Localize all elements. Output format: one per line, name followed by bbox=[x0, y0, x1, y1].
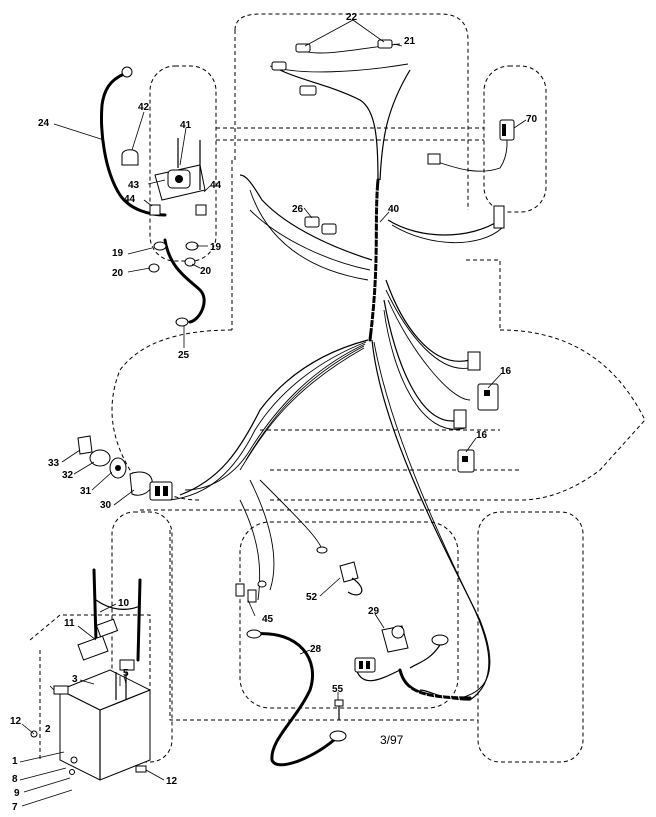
label-30: 30 bbox=[100, 500, 112, 511]
label-70: 70 bbox=[526, 114, 538, 125]
terminal-45 bbox=[235, 580, 267, 603]
label-20-left: 20 bbox=[112, 268, 124, 279]
battery-assembly bbox=[30, 618, 151, 781]
harness-wires bbox=[169, 43, 508, 701]
label-5: 5 bbox=[123, 668, 129, 679]
label-29: 29 bbox=[368, 606, 380, 617]
label-32: 32 bbox=[62, 470, 74, 481]
leader-lines bbox=[19, 19, 527, 807]
part-labels: 22 21 70 24 42 41 43 44 44 26 40 19 19 2… bbox=[10, 12, 538, 813]
label-22: 22 bbox=[346, 12, 358, 23]
battery-cable-24 bbox=[100, 66, 167, 217]
battery-cables-10 bbox=[92, 568, 142, 662]
bolt-55 bbox=[334, 699, 344, 720]
ignition-switch-29 bbox=[354, 625, 449, 673]
label-33: 33 bbox=[48, 458, 60, 469]
label-19-right: 19 bbox=[210, 242, 222, 253]
label-12-left: 12 bbox=[10, 716, 22, 727]
label-28: 28 bbox=[310, 644, 322, 655]
label-7: 7 bbox=[12, 802, 18, 813]
label-40: 40 bbox=[388, 204, 400, 215]
connector-26 bbox=[304, 216, 337, 235]
switch-16-lower bbox=[453, 409, 475, 473]
label-20-right: 20 bbox=[200, 266, 212, 277]
switch-70 bbox=[499, 119, 515, 141]
label-16-upper: 16 bbox=[500, 366, 512, 377]
label-16-lower: 16 bbox=[476, 430, 488, 441]
label-55: 55 bbox=[332, 684, 344, 695]
label-2: 2 bbox=[45, 724, 51, 735]
label-52: 52 bbox=[306, 592, 318, 603]
relay-43-assembly bbox=[121, 138, 207, 273]
label-26: 26 bbox=[292, 204, 304, 215]
headlight-connectors-22 bbox=[271, 39, 393, 96]
label-43: 43 bbox=[128, 180, 140, 191]
label-9: 9 bbox=[14, 788, 20, 799]
label-21: 21 bbox=[404, 36, 416, 47]
harness-coil bbox=[360, 178, 385, 342]
date-code: 3/97 bbox=[380, 733, 404, 747]
label-25: 25 bbox=[178, 350, 190, 361]
label-10: 10 bbox=[118, 598, 130, 609]
tractor-outline bbox=[29, 13, 646, 763]
switch-16-upper bbox=[467, 351, 499, 411]
label-24: 24 bbox=[38, 118, 50, 129]
label-31: 31 bbox=[80, 486, 92, 497]
label-8: 8 bbox=[12, 774, 18, 785]
label-42: 42 bbox=[138, 102, 150, 113]
label-1: 1 bbox=[12, 756, 18, 767]
label-45: 45 bbox=[262, 614, 274, 625]
label-19-left: 19 bbox=[112, 248, 124, 259]
cable-28 bbox=[246, 629, 347, 767]
key-switch-assembly bbox=[77, 435, 173, 501]
label-44-left: 44 bbox=[124, 194, 136, 205]
label-11: 11 bbox=[64, 618, 75, 629]
connector-front-right bbox=[427, 153, 505, 229]
label-44-right: 44 bbox=[210, 180, 222, 191]
label-12-right: 12 bbox=[166, 776, 178, 787]
label-3: 3 bbox=[72, 674, 78, 685]
label-41: 41 bbox=[180, 120, 192, 131]
connector-52 bbox=[316, 546, 363, 596]
ground-cable-25 bbox=[163, 238, 206, 327]
